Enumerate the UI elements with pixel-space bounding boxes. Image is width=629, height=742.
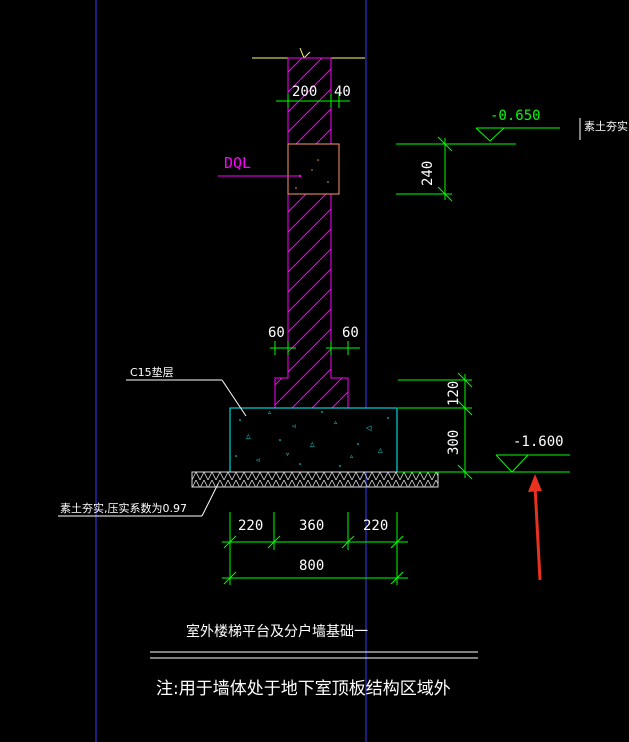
elevation-lower <box>495 454 570 473</box>
dim-220-right-label: 220 <box>363 518 388 534</box>
dql-label: DQL <box>224 154 251 172</box>
dim-base-widths <box>222 512 408 585</box>
dim-60-right-label: 60 <box>342 325 359 341</box>
cushion-label: C15垫层 <box>130 365 174 379</box>
svg-text:△: △ <box>310 442 315 448</box>
ring-beam-dql <box>287 143 340 195</box>
elevation-upper-label: -0.650 <box>490 108 541 124</box>
svg-text:△: △ <box>378 448 383 454</box>
break-mark <box>299 47 311 59</box>
svg-text:▵: ▵ <box>334 420 337 426</box>
dim-220-left-label: 220 <box>238 518 263 534</box>
svg-text:▿: ▿ <box>286 452 289 458</box>
dim-800-label: 800 <box>299 558 324 574</box>
soil-note-right: 素土夯实,压 <box>584 119 629 133</box>
drawing-note: 注:用于墙体处于地下室顶板结构区域外 <box>156 679 451 699</box>
svg-text:◁: ◁ <box>366 424 372 432</box>
soil-note-left: 素土夯实,压实系数为0.97 <box>60 501 187 515</box>
elevation-lower-label: -1.600 <box>513 434 564 450</box>
dim-360-label: 360 <box>299 518 324 534</box>
svg-text:◃: ◃ <box>292 422 296 430</box>
dim-240-label: 240 <box>420 161 436 186</box>
dim-vertical-right <box>398 372 473 480</box>
svg-text:▵: ▵ <box>268 410 271 416</box>
drawing-title: 室外楼梯平台及分户墙基础一 <box>186 623 368 640</box>
wall-section <box>274 57 349 409</box>
cushion-leader-d <box>221 379 247 417</box>
dim-120-label: 120 <box>446 381 462 406</box>
concrete-cushion: ▵ ◃ △ ▵ ◁ △ ◃ ▵ △ ▿ <box>229 407 398 473</box>
elevation-upper <box>396 127 560 202</box>
dim-step-right <box>326 341 360 355</box>
dim-60-left-label: 60 <box>268 325 285 341</box>
dim-wall-width <box>276 94 350 108</box>
dim-40-label: 40 <box>334 84 351 100</box>
svg-text:▵: ▵ <box>350 454 353 460</box>
annotation-arrow <box>528 474 542 581</box>
dim-300-label: 300 <box>446 430 462 455</box>
svg-text:◃: ◃ <box>256 456 260 464</box>
dim-200-label: 200 <box>292 84 317 100</box>
soil-leader-d <box>201 483 219 517</box>
svg-text:△: △ <box>246 434 251 440</box>
dim-step-left <box>270 341 296 355</box>
compacted-soil-layer <box>191 471 439 488</box>
